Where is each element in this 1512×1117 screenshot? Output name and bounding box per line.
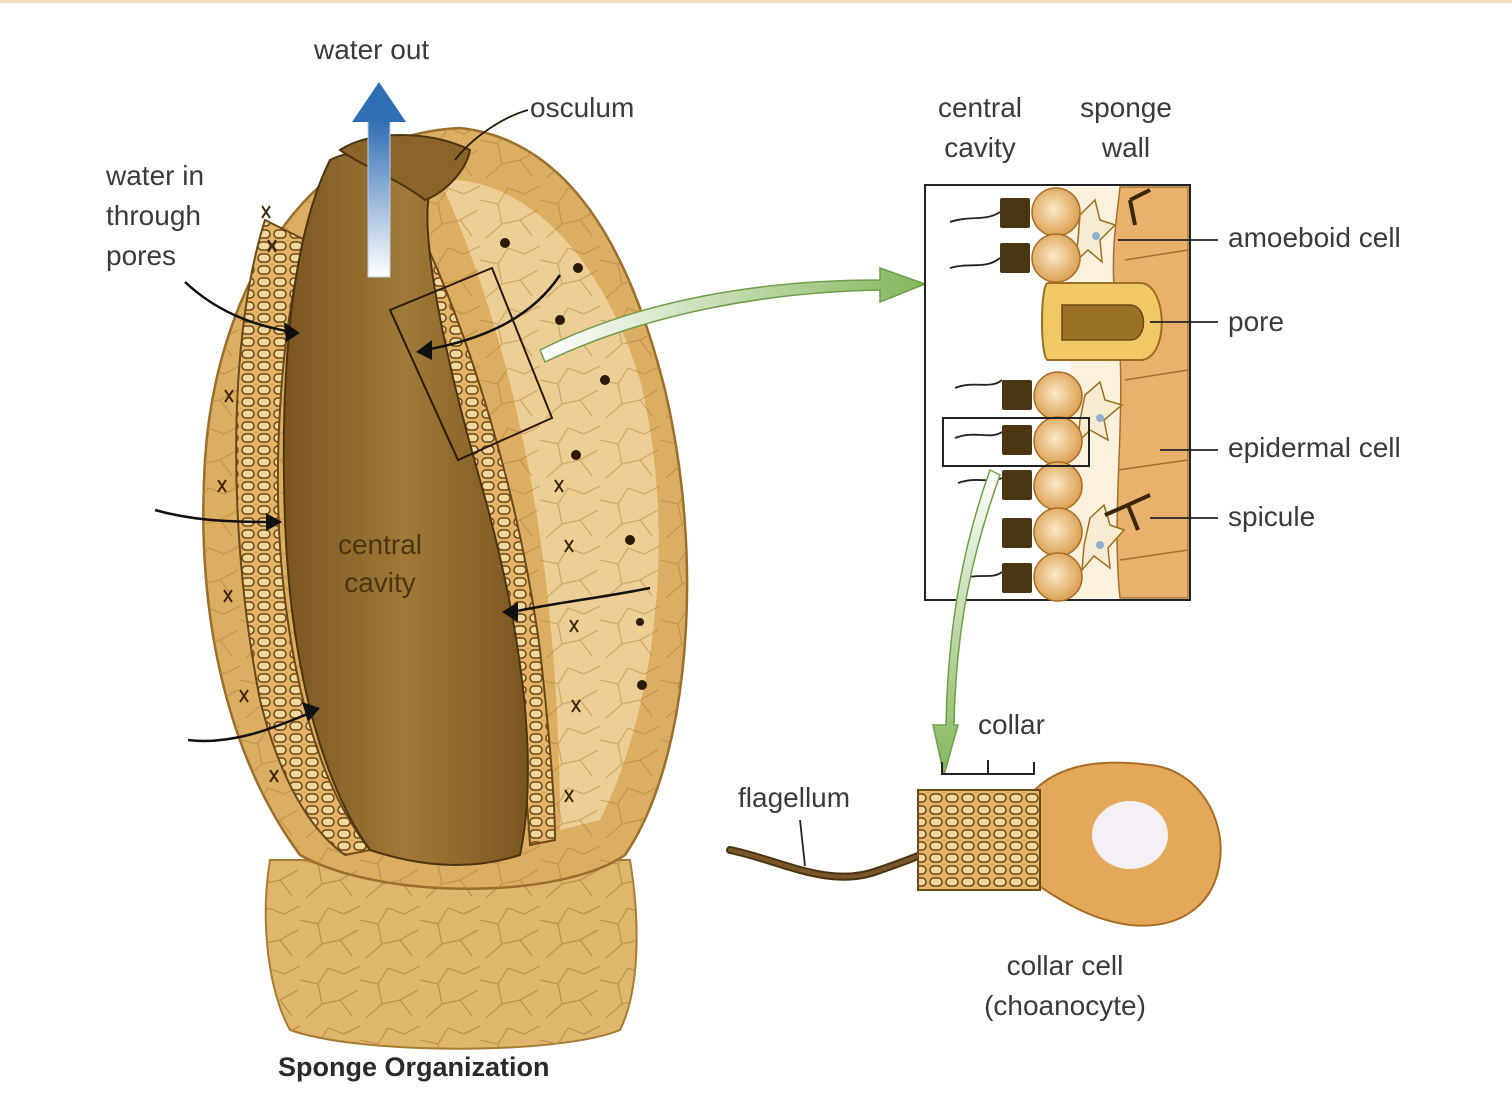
figure-caption: Sponge Organization: [278, 1052, 550, 1082]
top-border: [0, 0, 1512, 3]
inset-zoom-box: [942, 417, 1090, 467]
collar-bracket: [941, 760, 1035, 775]
label-water-in-1: water in: [106, 160, 205, 191]
label-epidermal-cell: epidermal cell: [1228, 432, 1401, 463]
label-osculum: osculum: [530, 92, 635, 123]
water-in-arrowheads: [266, 322, 518, 722]
sponge-zoom-box: [388, 266, 554, 462]
label-collar-cell-2: (choanocyte): [984, 990, 1146, 1021]
label-sponge-wall-2: wall: [1101, 132, 1151, 163]
label-spicule: spicule: [1228, 501, 1316, 532]
label-sponge-wall-1: sponge: [1080, 92, 1172, 123]
label-pore: pore: [1228, 306, 1285, 337]
zoom-arrow-inset: [539, 266, 928, 364]
collar-microvilli: [917, 789, 1041, 891]
label-flagellum: flagellum: [738, 782, 851, 813]
label-water-in-3: pores: [106, 240, 177, 271]
water-out-arrow: [352, 82, 406, 278]
sponge-body: [202, 126, 689, 1050]
label-water-out: water out: [314, 34, 430, 65]
label-inset-cavity-2: cavity: [944, 132, 1016, 163]
osculum-leader: [454, 109, 529, 161]
central-cavity: [282, 151, 529, 866]
label-collar-cell-1: collar cell: [1006, 950, 1124, 981]
label-inset-cavity-1: central: [937, 92, 1023, 123]
label-water-in-2: through: [106, 200, 201, 231]
zoom-arrow-collar: [932, 468, 1001, 776]
label-central-cavity-2: cavity: [344, 567, 416, 598]
collar-cell-detail: [726, 760, 1222, 927]
label-central-cavity-1: central: [337, 529, 423, 560]
label-collar: collar: [978, 709, 1045, 740]
label-amoeboid-cell: amoeboid cell: [1228, 222, 1401, 253]
water-in-arrows: [154, 274, 651, 743]
inset-collar-cells: [949, 187, 1083, 602]
wall-inset: [924, 184, 1218, 602]
